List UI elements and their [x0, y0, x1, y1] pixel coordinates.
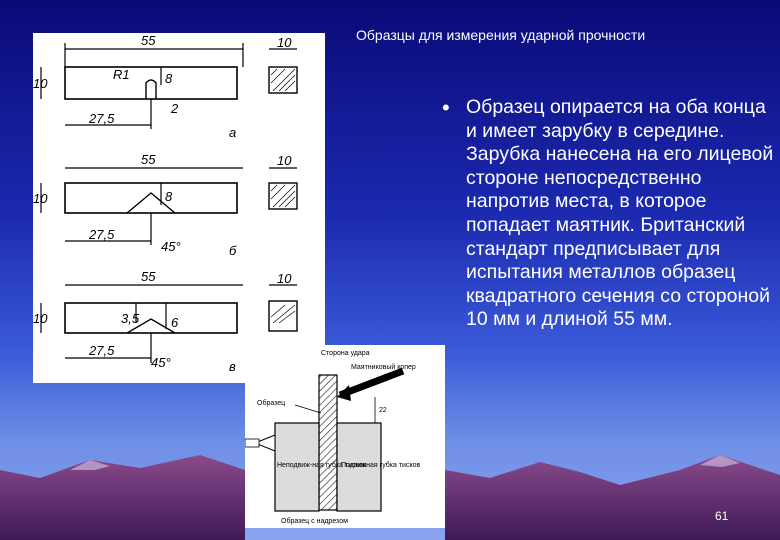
bullet-paragraph: Образец опирается на оба конца и имеет з… — [466, 96, 774, 331]
label-height: 22 — [379, 407, 387, 414]
slide-title: Образцы для измерения ударной прочности — [356, 27, 646, 43]
specimen-drawing: 55 10 R1 8 2 27,5 10 а 55 10 8 10 27,5 4… — [33, 33, 325, 383]
label-specimen: Образец — [257, 399, 285, 407]
label-pendulum: Маятниковый копер — [351, 363, 416, 371]
dim-section-c: 10 — [277, 271, 292, 286]
dim-length-b: 55 — [141, 152, 156, 167]
dim-offset-c: 27,5 — [88, 343, 115, 358]
impact-test-diagram: Сторона удара Маятниковый копер Образец … — [244, 345, 445, 528]
dim-length-c: 55 — [141, 269, 156, 284]
label-fixed-jaw: Неподвиж-ная губка тисков — [277, 461, 367, 469]
dim-section-b: 10 — [277, 153, 292, 168]
label-movable-jaw: Подвижная губка тисков — [341, 461, 421, 469]
dim-offset-b: 27,5 — [88, 227, 115, 242]
dim-depth-b: 8 — [165, 189, 173, 204]
label-notched-specimen: Образец с надрезом — [281, 517, 348, 525]
dim-width-a: 2 — [170, 101, 179, 116]
label-strike-side: Сторона удара — [321, 350, 370, 357]
label-b: б — [229, 243, 237, 258]
label-a: а — [229, 125, 236, 140]
label-c: в — [229, 359, 236, 374]
dim-depth1-c: 3,5 — [121, 311, 140, 326]
dim-depth-a: 8 — [165, 71, 173, 86]
body-text: • Образец опирается на оба конца и имеет… — [442, 96, 776, 332]
dim-depth2-c: 6 — [171, 315, 179, 330]
dim-height-a: 10 — [33, 76, 48, 91]
dim-length-a: 55 — [141, 33, 156, 48]
dim-angle-b: 45° — [161, 239, 181, 254]
dim-height-c: 10 — [33, 311, 48, 326]
bullet-icon: • — [442, 95, 450, 120]
dim-angle-c: 45° — [151, 355, 171, 370]
dim-section-a: 10 — [277, 35, 292, 50]
dim-height-b: 10 — [33, 191, 48, 206]
dim-radius-a: R1 — [113, 67, 130, 82]
dim-offset-a: 27,5 — [88, 111, 115, 126]
slide-number: 61 — [715, 509, 729, 523]
